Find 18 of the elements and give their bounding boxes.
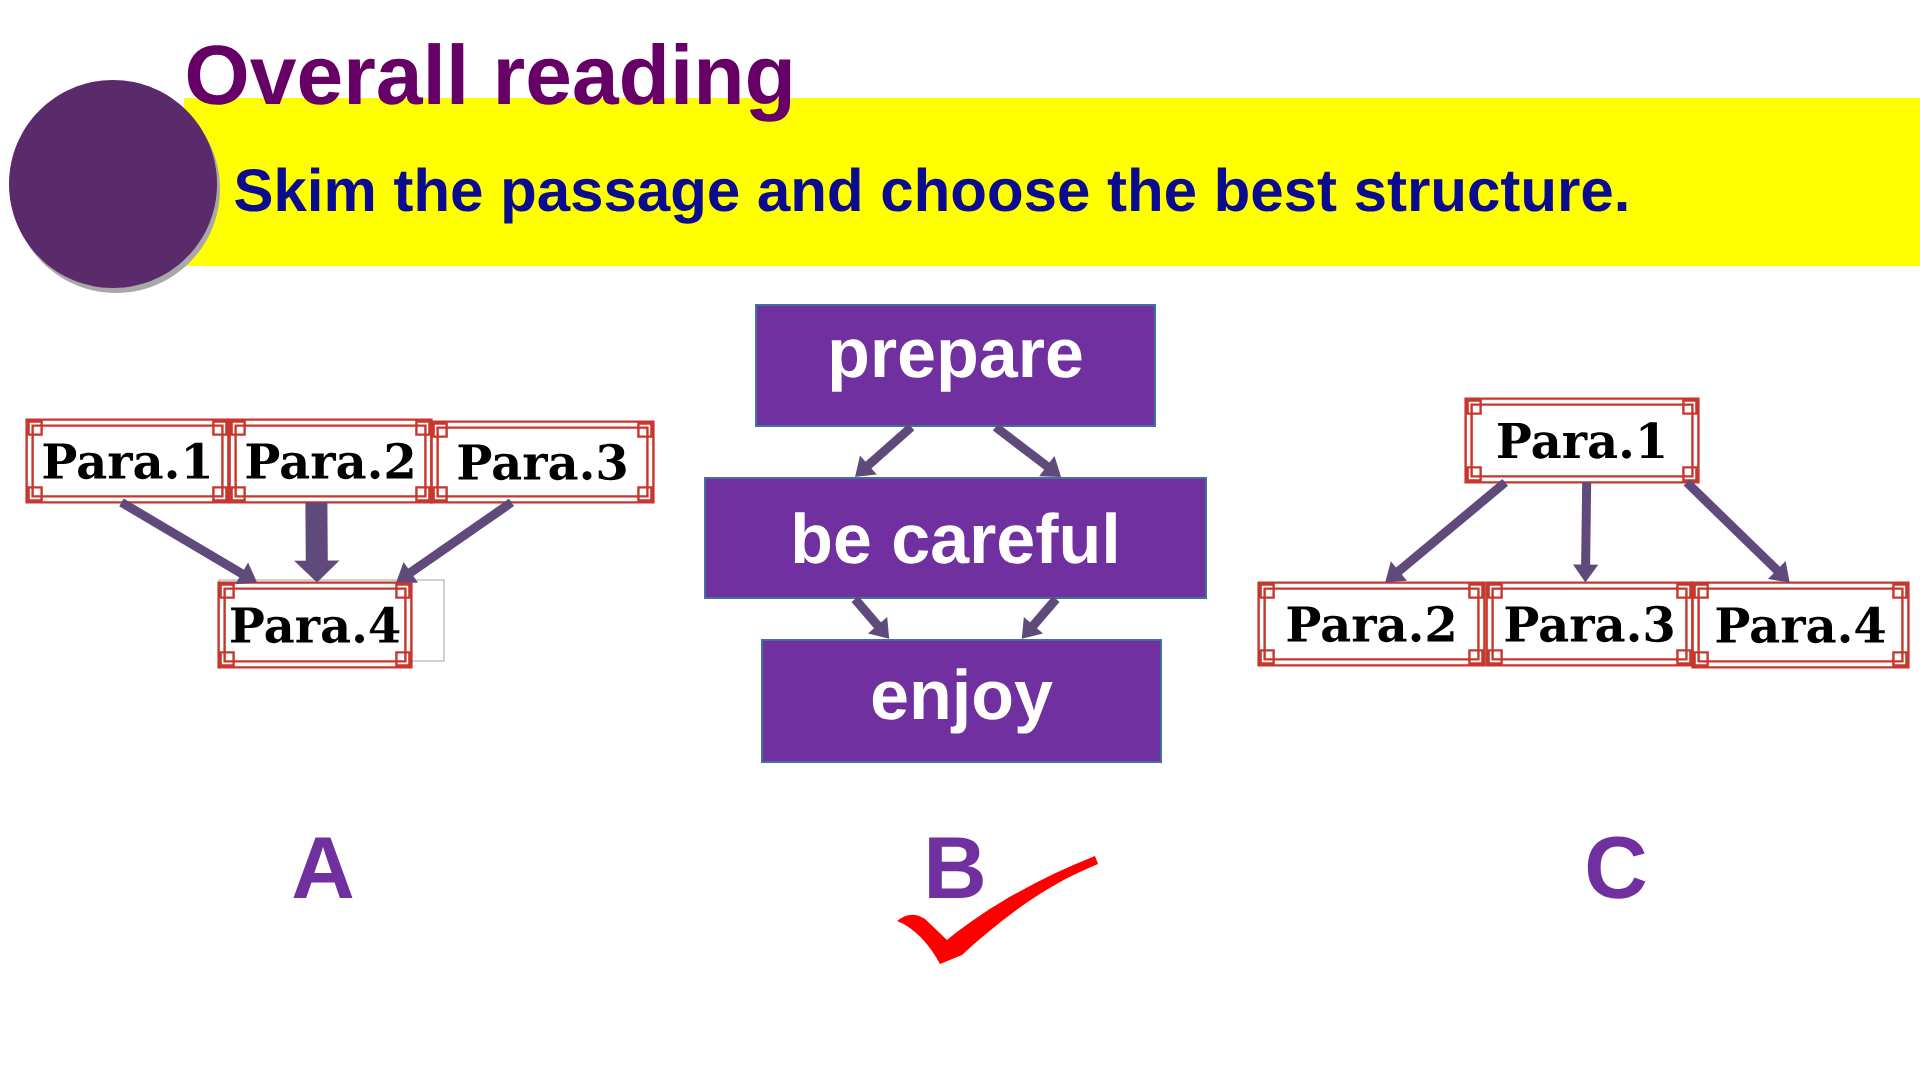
para-box: Para.3 <box>1485 581 1694 667</box>
step-box: be careful <box>704 477 1207 599</box>
para-box: Para.4 <box>1691 581 1910 669</box>
step-box: enjoy <box>761 639 1162 763</box>
arrow <box>855 423 915 477</box>
para-box: Para.4 <box>217 581 413 669</box>
para-box: Para.1 <box>1464 397 1700 484</box>
instruction-text: Skim the passage and choose the best structure. <box>235 167 1627 224</box>
step-box: prepare <box>755 304 1156 427</box>
arrow <box>1385 478 1509 583</box>
para-box: Para.1 <box>25 418 230 504</box>
option-letter: C <box>1587 836 1646 899</box>
option-letter: A <box>293 837 353 898</box>
arrow <box>992 423 1061 477</box>
para-box: Para.3 <box>430 420 655 504</box>
para-box: Para.2 <box>1257 581 1486 667</box>
option-letter: B <box>929 837 983 898</box>
para-box: Para.2 <box>228 418 433 504</box>
